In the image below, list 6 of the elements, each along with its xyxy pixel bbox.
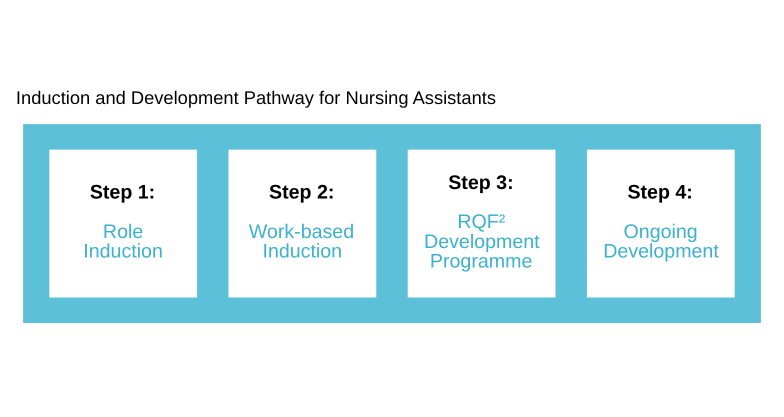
node-box: Step 4: Ongoing Development	[584, 147, 738, 300]
diagram-title: Induction and Development Pathway for Nursing Assistants	[16, 87, 496, 108]
node-box: Step 2: Work-based Induction	[226, 147, 379, 300]
node-box: Step 1: Role Induction	[46, 147, 200, 300]
cluster	[23, 124, 761, 323]
node-box: Step 3: RQF² Development Programme	[405, 147, 558, 300]
